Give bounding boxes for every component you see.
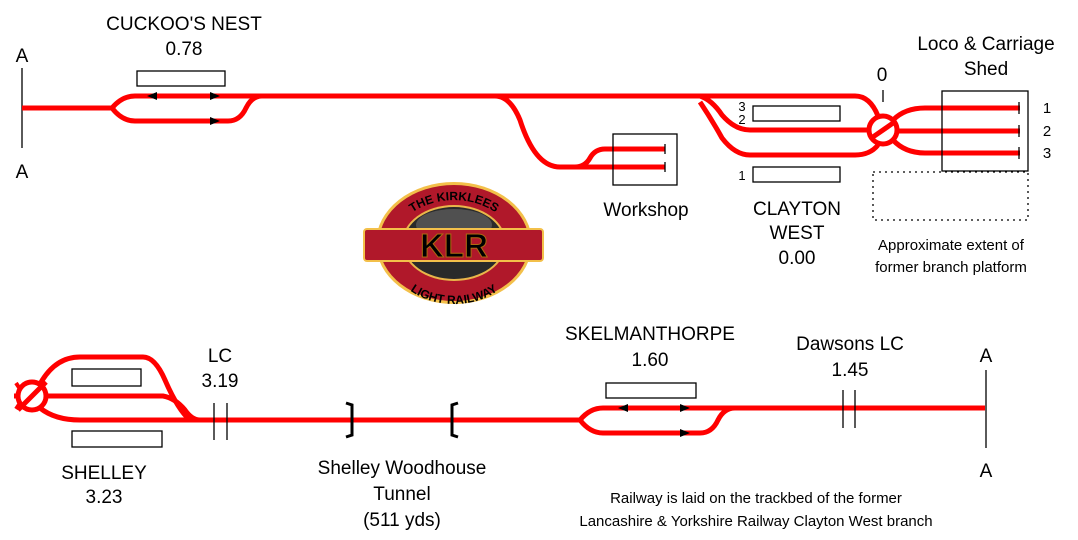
shed-road-number: 1 [1043, 100, 1051, 117]
shelley-platform-2 [71, 430, 163, 448]
marker-a: A [980, 461, 993, 482]
turntable-bridge [16, 380, 48, 412]
loco-carriage-shed [941, 90, 1029, 172]
tunnel-label: (511 yds) [363, 510, 441, 531]
arrow-right-icon [210, 92, 220, 100]
arrow-right-icon [210, 117, 220, 125]
bottom-section: SHELLEY 3.23 LC 3.19 Shelley Woodhouse T… [14, 324, 993, 531]
arrow-left-icon [147, 92, 157, 100]
station-mileage: 0.00 [779, 248, 816, 269]
station-name: SKELMANTHORPE [565, 324, 735, 345]
arrow-left-icon [618, 404, 628, 412]
shed-road-3 [891, 138, 1020, 156]
station-name: SHELLEY [61, 463, 147, 484]
workshop-siding [574, 146, 665, 170]
shed-title: Shed [964, 59, 1008, 80]
platform-number: 3 [738, 99, 745, 114]
turntable-stub [14, 381, 22, 391]
station-mileage: 3.23 [86, 487, 123, 508]
main-line-top [22, 93, 881, 117]
former-platform-outline [872, 171, 1029, 221]
skelmanthorpe-loop [578, 405, 736, 436]
marker-a: A [16, 162, 29, 183]
tunnel-label: Tunnel [373, 484, 430, 505]
workshop-building [612, 133, 678, 186]
shed-road-1 [891, 105, 1020, 122]
tunnel-portal-icon [450, 401, 459, 439]
arrow-right-icon [680, 404, 690, 412]
platform-number: 2 [738, 112, 745, 127]
cuckoos-nest-platform [136, 70, 226, 87]
platform-number: 1 [738, 168, 745, 183]
turntable-bridge [868, 118, 898, 142]
clayton-west-road-2 [699, 93, 868, 133]
station-mileage: 0.78 [166, 39, 203, 60]
clayton-west-platform-1 [752, 166, 841, 183]
cuckoos-nest-loop [110, 93, 263, 124]
station-name: CUCKOO'S NEST [106, 14, 262, 35]
shed-road-number: 3 [1043, 145, 1051, 162]
skelmanthorpe-platform [605, 382, 697, 399]
crossing-mileage: 3.19 [202, 371, 239, 392]
shelley-platform-1 [71, 368, 142, 387]
turntable-icon [866, 113, 900, 147]
shed-road-number: 2 [1043, 123, 1051, 140]
marker-a: A [16, 46, 29, 67]
top-section: A A CUCKOO'S NEST 0.78 Workshop 3 2 1 CL… [16, 14, 1055, 276]
history-note: Lancashire & Yorkshire Railway Clayton W… [579, 513, 932, 530]
marker-a: A [980, 346, 993, 367]
clayton-west-platform-2-3 [752, 105, 841, 122]
turntable-label: 0 [877, 65, 888, 86]
former-platform-label: Approximate extent of [878, 237, 1025, 254]
turntable-stub [14, 401, 22, 411]
tunnel-label: Shelley Woodhouse [318, 458, 487, 479]
crossing-mileage: 1.45 [832, 360, 869, 381]
history-note: Railway is laid on the trackbed of the f… [610, 490, 902, 507]
crossing-name: LC [208, 346, 232, 367]
tunnel-portal-icon [345, 401, 354, 439]
arrow-right-icon [680, 429, 690, 437]
shed-title: Loco & Carriage [917, 34, 1054, 55]
shelley-road-top [37, 354, 192, 422]
workshop-label: Workshop [603, 200, 688, 221]
station-name: CLAYTON [753, 199, 841, 220]
workshop-branch [494, 93, 665, 170]
former-platform-label: former branch platform [875, 259, 1027, 276]
klr-logo: KLR THE KIRKLEES LIGHT RAILWAY [363, 182, 544, 307]
logo-main-text: KLR [420, 227, 488, 264]
crossing-name: Dawsons LC [796, 334, 904, 355]
station-mileage: 1.60 [632, 350, 669, 371]
clayton-west-road-1 [697, 100, 880, 158]
station-name: WEST [770, 223, 825, 244]
